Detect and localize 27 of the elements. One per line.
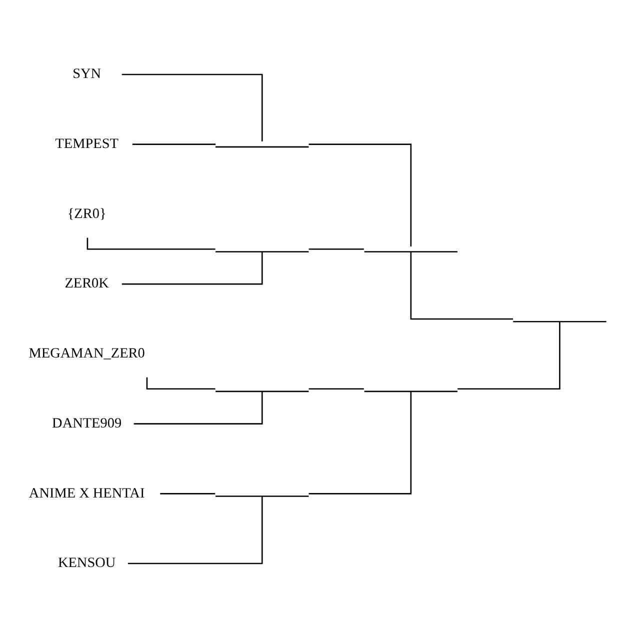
node-text: ANIME X HENTAI <box>28 484 145 501</box>
node-line <box>364 250 458 252</box>
node-text: TEMPEST <box>55 135 118 152</box>
node-text: KENSOU <box>58 554 116 571</box>
node-text: ZER0K <box>64 275 109 292</box>
node-line <box>216 390 309 392</box>
connector <box>160 492 216 494</box>
connector <box>122 251 263 284</box>
connector <box>134 391 263 424</box>
node-text: {ZR0} <box>67 205 106 222</box>
connector <box>132 143 216 144</box>
connector <box>308 388 364 390</box>
connector <box>458 322 560 390</box>
connector <box>308 248 364 250</box>
connector <box>128 496 263 564</box>
node-text: DANTE909 <box>52 414 122 431</box>
node-line <box>216 495 309 496</box>
node-line <box>216 250 309 252</box>
connector <box>410 252 514 320</box>
node-text: MEGAMAN_ZER0 <box>28 345 145 362</box>
connector <box>308 143 412 246</box>
connector <box>308 390 412 494</box>
node-line <box>364 390 458 392</box>
node-line <box>513 320 606 322</box>
node-text: SYN <box>72 66 102 82</box>
node-line <box>216 146 309 148</box>
connector <box>122 73 263 141</box>
